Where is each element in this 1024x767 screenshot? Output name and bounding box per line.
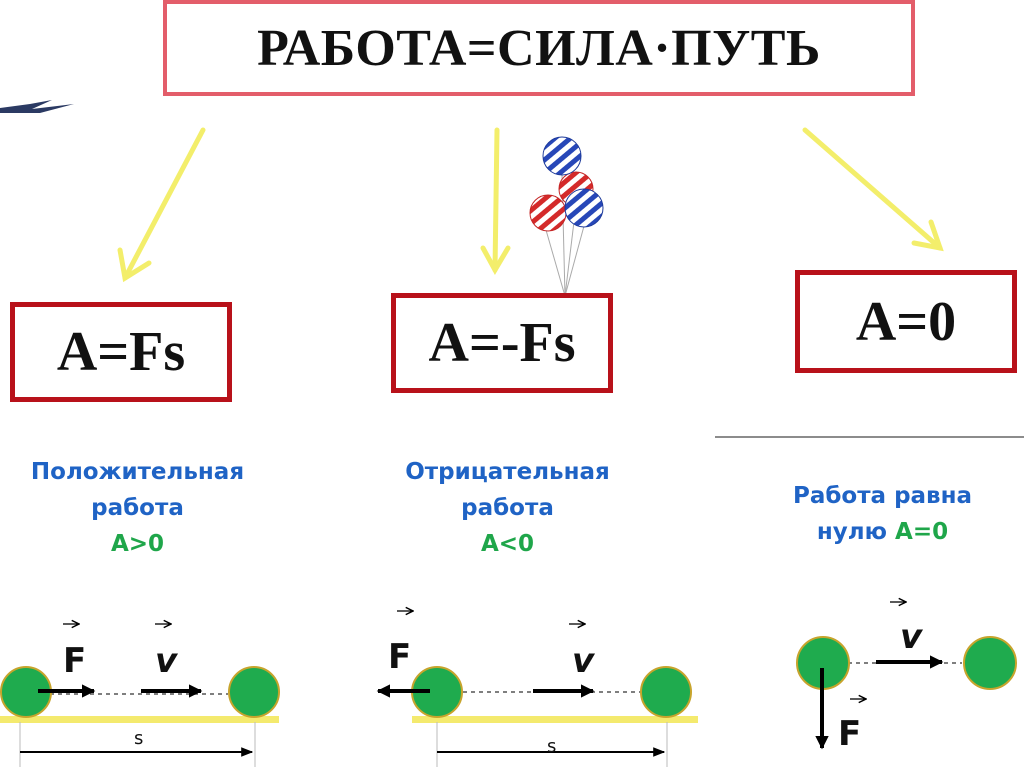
page-title: РАБОТА=СИЛА·ПУТЬ [257, 19, 821, 77]
distance-symbol: s [134, 728, 143, 749]
formula-box-zero: A=0 [795, 270, 1017, 373]
pointer-arrow-left [117, 127, 206, 283]
velocity-symbol: v [572, 641, 596, 681]
body-end [640, 666, 692, 718]
caption-line: нулю A=0 [745, 514, 1020, 550]
force-symbol: F [63, 641, 86, 681]
caption-word: нулю [816, 519, 887, 545]
diagram-positive-work: F v s [0, 624, 280, 767]
distance-symbol: s [547, 736, 556, 757]
velocity-symbol: v [155, 641, 179, 681]
balloons-icon [529, 136, 604, 297]
caption-line: Отрицательная [405, 459, 610, 485]
body-end [228, 666, 280, 718]
formula-box-positive: A=Fs [10, 302, 232, 402]
caption-positive: Положительная работа A>0 [0, 454, 275, 562]
formula-text: A=-Fs [428, 312, 576, 374]
caption-line: Положительная [30, 459, 245, 485]
caption-line: работа [91, 495, 184, 521]
diagram-zero-work: v F [796, 602, 1017, 754]
formula-text: A=Fs [56, 321, 186, 383]
caption-zero: Работа равна нулю A=0 [745, 478, 1020, 550]
velocity-symbol: v [900, 617, 924, 657]
formula-text: A=0 [855, 290, 957, 353]
caption-condition: A<0 [480, 531, 535, 557]
force-symbol: F [838, 714, 861, 754]
diagram-negative-work: F v s [376, 611, 698, 767]
caption-condition: A=0 [895, 519, 949, 545]
divider-line [715, 436, 1024, 438]
title-box: РАБОТА=СИЛА·ПУТЬ [163, 0, 915, 96]
caption-negative: Отрицательная работа A<0 [375, 454, 640, 562]
pointer-arrow-right [802, 127, 944, 252]
logo-fragment-icon [0, 100, 74, 113]
caption-line: Работа равна [792, 483, 973, 509]
body-end [963, 636, 1017, 690]
pointer-arrow-center [480, 127, 511, 276]
caption-line: работа [461, 495, 554, 521]
force-symbol: F [388, 637, 411, 677]
caption-condition: A>0 [110, 531, 165, 557]
formula-box-negative: A=-Fs [391, 293, 613, 393]
